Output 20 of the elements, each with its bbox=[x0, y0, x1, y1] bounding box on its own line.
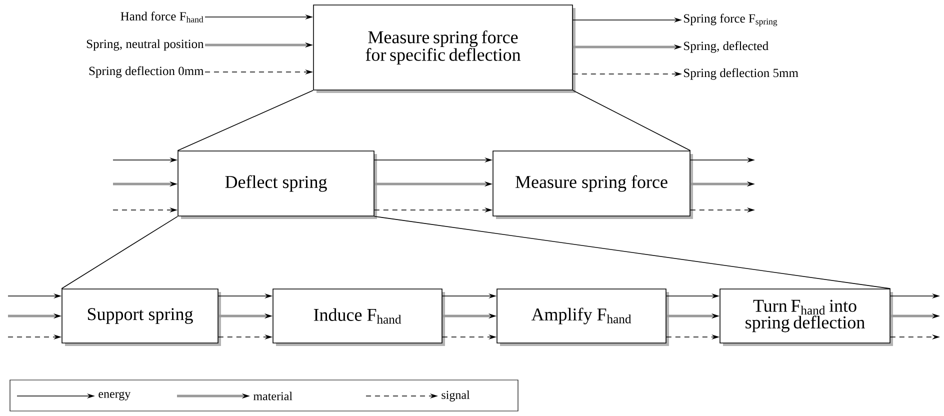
function-box: Support spring bbox=[62, 288, 221, 346]
flow-label: Hand force F$_{hand}$ bbox=[120, 12, 204, 22]
decomposition-line bbox=[177, 90, 314, 151]
function-box: Turn F$_{hand}$ into spring deflection bbox=[720, 288, 893, 346]
legend-label: signal bbox=[442, 390, 470, 402]
decomposition-line bbox=[572, 90, 691, 151]
function-box: Measure spring force for specific deflection bbox=[313, 4, 576, 93]
flow-label: Spring, deflected bbox=[684, 41, 768, 53]
decomposition-line bbox=[61, 216, 178, 289]
function-box: Amplify F$_{hand}$ bbox=[496, 288, 669, 346]
function-box: Induce F$_{hand}$ bbox=[272, 288, 445, 346]
flow-label: Spring, neutral position bbox=[86, 39, 204, 51]
legend-label: material bbox=[253, 392, 292, 400]
flow-label: Spring deflection 5mm bbox=[684, 68, 798, 80]
function-box: Deflect spring bbox=[178, 150, 377, 219]
flow-label: Spring force F$_{spring}$ bbox=[684, 14, 778, 26]
function-box: Measure spring force bbox=[492, 150, 693, 219]
flow-label: Spring deflection 0mm bbox=[89, 66, 204, 78]
decomposition-line bbox=[374, 216, 891, 289]
legend-label: energy bbox=[98, 392, 131, 400]
